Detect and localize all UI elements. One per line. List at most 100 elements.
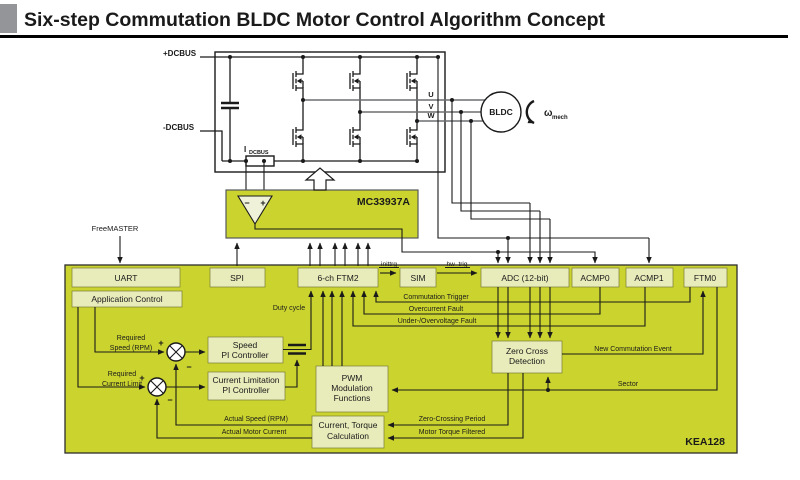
acmp1-label: ACMP1 — [634, 273, 664, 283]
pwm-mod-label-1: PWM — [342, 373, 363, 383]
spi-block — [209, 267, 266, 288]
wire-duty-cycle: Duty cycle — [273, 290, 314, 351]
pwm-mod-label-2: Modulation — [331, 383, 373, 393]
pwm-mod-block — [315, 365, 389, 413]
bldc-motor-label: BLDC — [489, 107, 513, 117]
current-torque-label-1: Current, Torque — [319, 420, 378, 430]
speed-pi-label-2: PI Controller — [221, 350, 268, 360]
current-torque-block — [311, 415, 385, 449]
shunt-label-sub: DCBUS — [249, 150, 269, 156]
sector-label: Sector — [618, 381, 639, 388]
zero-crossing-period-label: Zero-Crossing Period — [419, 416, 486, 423]
gate-drive-arrow-icon — [304, 167, 336, 191]
wire-hw-trig: hw_trig — [437, 261, 478, 276]
adc-label: ADC (12-bit) — [501, 273, 548, 283]
motor-torque-filtered-label: Motor Torque Filtered — [419, 429, 486, 436]
spi-label: SPI — [230, 273, 244, 283]
phase-v-label: V — [428, 102, 433, 111]
dcbus-plus-label: +DCBUS — [163, 49, 197, 58]
wire-adc-zcd — [495, 287, 553, 339]
wire-zero-crossing-period: Zero-Crossing Period — [387, 373, 509, 428]
wire-sector: Sector — [391, 287, 718, 393]
sim-block — [399, 267, 437, 288]
wire-undervoltage-fault: Under-/Overvoltage Fault — [350, 287, 646, 327]
app-control-block — [71, 290, 183, 308]
limiter-icon — [288, 343, 306, 355]
app-control-label: Application Control — [91, 294, 162, 304]
kea128-label: KEA128 — [685, 436, 725, 448]
omega-label: ω — [544, 108, 553, 119]
shunt-resistor — [245, 155, 275, 167]
overcurrent-fault-label: Overcurrent Fault — [409, 306, 464, 313]
actual-speed-label: Actual Speed (RPM) — [224, 416, 288, 423]
plus-sign: + — [158, 338, 163, 348]
ftm0-block — [683, 267, 728, 288]
required-speed-label-1: Required — [117, 335, 146, 342]
acmp0-block — [571, 267, 620, 288]
zero-cross-label-2: Detection — [509, 356, 545, 366]
wire-actual-speed: Actual Speed (RPM) — [173, 363, 312, 426]
plus-sign: + — [139, 373, 144, 383]
speed-pi-label-1: Speed — [233, 340, 258, 350]
omega-sub-label: mech — [552, 115, 568, 121]
limiter — [283, 343, 306, 388]
bridge-columns — [302, 57, 418, 161]
wire-sense-routing — [254, 57, 649, 263]
opamp-plus: + — [260, 198, 265, 208]
required-speed-label-2: Speed (RPM) — [110, 345, 152, 352]
current-pi-label-2: PI Controller — [222, 385, 269, 395]
inittrg-label: inittrg — [381, 261, 397, 268]
acmp0-label: ACMP0 — [580, 273, 610, 283]
ftm2-block — [297, 267, 379, 288]
actual-motor-current-label: Actual Motor Current — [222, 429, 287, 436]
summing-junction-speed: + − — [158, 338, 206, 372]
zero-cross-block — [491, 340, 563, 374]
opamp-icon — [237, 195, 273, 226]
algorithm-blocks — [71, 290, 563, 449]
undervoltage-fault-label: Under-/Overvoltage Fault — [398, 318, 477, 325]
duty-cycle-label: Duty cycle — [273, 305, 305, 312]
zero-cross-label-1: Zero Cross — [506, 346, 548, 356]
uart-block — [71, 267, 181, 288]
phase-w-label: W — [427, 111, 435, 120]
ftm2-label: 6-ch FTM2 — [317, 273, 358, 283]
minus-sign: − — [186, 362, 191, 372]
motor: BLDC ω mech — [480, 91, 568, 133]
wire-motor-torque-filtered: Motor Torque Filtered — [387, 373, 524, 441]
shunt-label: I — [244, 145, 246, 154]
minus-sign: − — [167, 395, 172, 405]
sim-label: SIM — [410, 273, 425, 283]
pwm-mod-label-3: Functions — [334, 393, 371, 403]
current-pi-block — [207, 371, 286, 401]
summing-junction-current: + − — [139, 373, 206, 405]
title-underline — [0, 35, 788, 38]
new-commutation-event-label: New Commutation Event — [594, 346, 671, 353]
ftm0-label: FTM0 — [694, 273, 716, 283]
wire-new-commutation-event: New Commutation Event — [562, 290, 706, 355]
wire-inittrg: inittrg — [379, 261, 399, 276]
freemaster-label: FreeMASTER — [92, 224, 139, 233]
wire-pwm-to-driver — [307, 242, 371, 266]
wire-overcurrent-fault: Overcurrent Fault — [361, 287, 601, 315]
wire-commutation-trigger: Commutation Trigger — [373, 287, 691, 303]
junction-dots — [228, 55, 550, 392]
dcbus-minus-label: -DCBUS — [163, 123, 195, 132]
title-accent-square — [0, 4, 17, 33]
mc33937a-label: MC33937A — [357, 196, 411, 208]
current-torque-label-2: Calculation — [327, 431, 369, 441]
gate-driver: MC33937A − + — [225, 167, 419, 239]
dc-link-capacitor — [221, 57, 239, 161]
peripheral-row — [71, 267, 728, 288]
commutation-trigger-label: Commutation Trigger — [403, 294, 469, 301]
wire-freemaster-uart: FreeMASTER — [92, 224, 139, 264]
power-stage: +DCBUS -DCBUS I DCBUS U — [163, 49, 485, 196]
wire-required-speed: Required Speed (RPM) — [94, 307, 165, 355]
wire-actual-motor-current: Actual Motor Current — [154, 398, 312, 439]
required-current-label-2: Current Limit — [102, 381, 142, 388]
uart-label: UART — [115, 273, 138, 283]
required-current-label-1: Required — [108, 371, 137, 378]
wire-required-current: Required Current Limit — [77, 307, 146, 390]
phase-u-label: U — [428, 90, 433, 99]
